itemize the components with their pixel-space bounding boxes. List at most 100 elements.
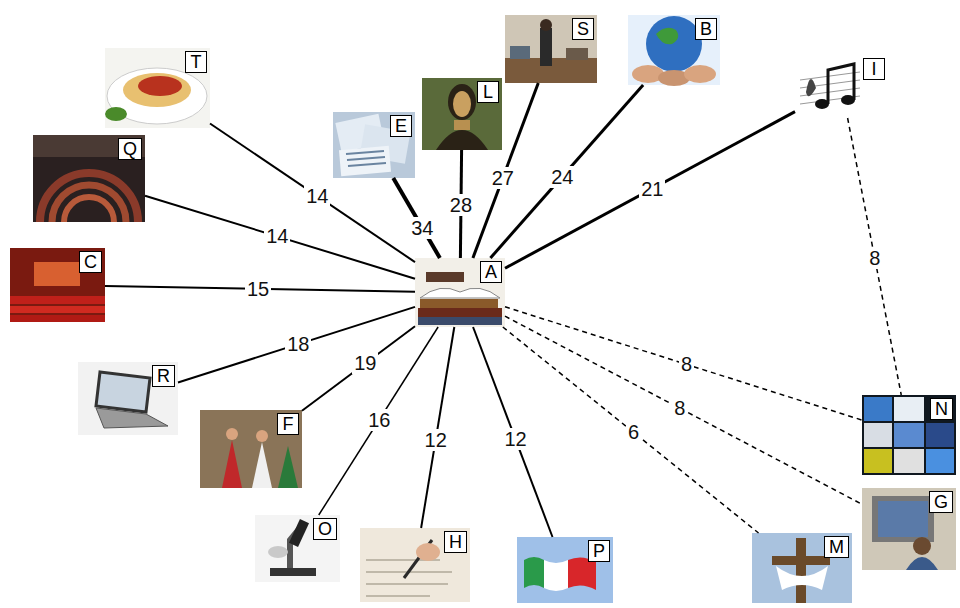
connector-line <box>473 83 538 258</box>
paper <box>795 55 888 118</box>
edge-weight: 15 <box>245 278 271 300</box>
laptop-picture <box>78 362 178 435</box>
connector-line <box>105 286 415 292</box>
edge-weight: 8 <box>672 397 687 419</box>
connector-line <box>460 150 461 258</box>
picture-node: T <box>105 48 210 128</box>
tile <box>926 423 954 447</box>
sauce <box>138 76 182 96</box>
student <box>510 46 530 59</box>
newspaper-picture <box>333 112 415 178</box>
dancer <box>252 442 272 488</box>
tv-screen <box>878 501 928 537</box>
pasta-picture <box>105 48 210 128</box>
connector-line <box>848 118 902 395</box>
edge-weight: 18 <box>285 333 311 355</box>
dancer-head <box>226 428 238 440</box>
painting-picture <box>422 78 502 150</box>
paper <box>360 528 470 602</box>
seats <box>10 315 105 322</box>
base <box>270 568 316 576</box>
book <box>418 317 502 325</box>
sky <box>752 533 852 603</box>
keyboard <box>96 408 168 428</box>
edge-weight: 21 <box>639 178 665 200</box>
landscape <box>422 78 502 150</box>
open-book <box>420 288 500 298</box>
square <box>200 410 302 488</box>
clef <box>806 79 816 96</box>
cross-picture <box>752 533 852 603</box>
theatre-picture <box>10 248 105 322</box>
writing-picture <box>360 528 470 602</box>
node-letter: T <box>185 51 207 73</box>
node-letter: B <box>695 18 717 40</box>
picture-node: L <box>422 78 502 150</box>
collage <box>862 395 956 475</box>
picture-node: P <box>517 537 613 603</box>
dancer <box>278 446 298 488</box>
letter-holder: O <box>313 518 337 540</box>
picture-node: O <box>255 515 340 582</box>
book <box>420 299 498 308</box>
background <box>333 112 415 178</box>
background <box>415 258 505 327</box>
tile <box>894 449 924 473</box>
picture-node: N <box>862 395 956 475</box>
edge-weight: 34 <box>409 217 435 239</box>
music-picture <box>795 55 888 118</box>
dancers-picture <box>200 410 302 488</box>
teacher <box>540 28 552 66</box>
node-letter: O <box>313 518 337 540</box>
picture-node: I <box>795 55 888 118</box>
staff <box>800 72 860 104</box>
benches <box>40 173 138 222</box>
picture-node: B <box>628 15 720 85</box>
connector-line <box>505 112 795 269</box>
connector-line <box>210 123 415 262</box>
cross-beam <box>772 556 830 565</box>
picture-node: H <box>360 528 470 602</box>
benches <box>52 185 126 222</box>
background <box>255 515 340 582</box>
picture-node: G <box>862 488 956 570</box>
edge-weight: 12 <box>423 429 449 451</box>
book <box>418 308 502 317</box>
letter-holder: E <box>390 115 412 137</box>
connector-line <box>505 316 862 504</box>
background <box>78 362 178 435</box>
picture-node: M <box>752 533 852 603</box>
node-letter: P <box>588 540 610 562</box>
flag-green <box>524 557 544 588</box>
newspaper <box>339 146 391 176</box>
letter-holder: A <box>480 261 502 283</box>
child <box>906 557 938 570</box>
dress <box>436 130 488 150</box>
edge-weight: 19 <box>352 352 378 374</box>
room <box>862 488 956 570</box>
picture-node: S <box>505 15 597 83</box>
hand <box>416 543 440 561</box>
microscope-picture <box>255 515 340 582</box>
tile <box>864 397 892 421</box>
letter-holder: G <box>929 491 953 513</box>
sky <box>517 537 613 603</box>
node-letter: C <box>79 251 102 273</box>
letter-holder: I <box>863 58 885 80</box>
hand <box>684 65 716 83</box>
connector-line <box>319 327 438 515</box>
node-letter: I <box>863 58 885 80</box>
hall <box>10 248 105 322</box>
wall <box>505 15 597 83</box>
land <box>656 28 678 45</box>
edge-weight: 14 <box>264 225 290 247</box>
flag-picture <box>517 537 613 603</box>
spaghetti <box>123 73 191 107</box>
tube <box>289 519 309 547</box>
table <box>105 48 210 128</box>
edge-weight: 28 <box>448 194 474 216</box>
